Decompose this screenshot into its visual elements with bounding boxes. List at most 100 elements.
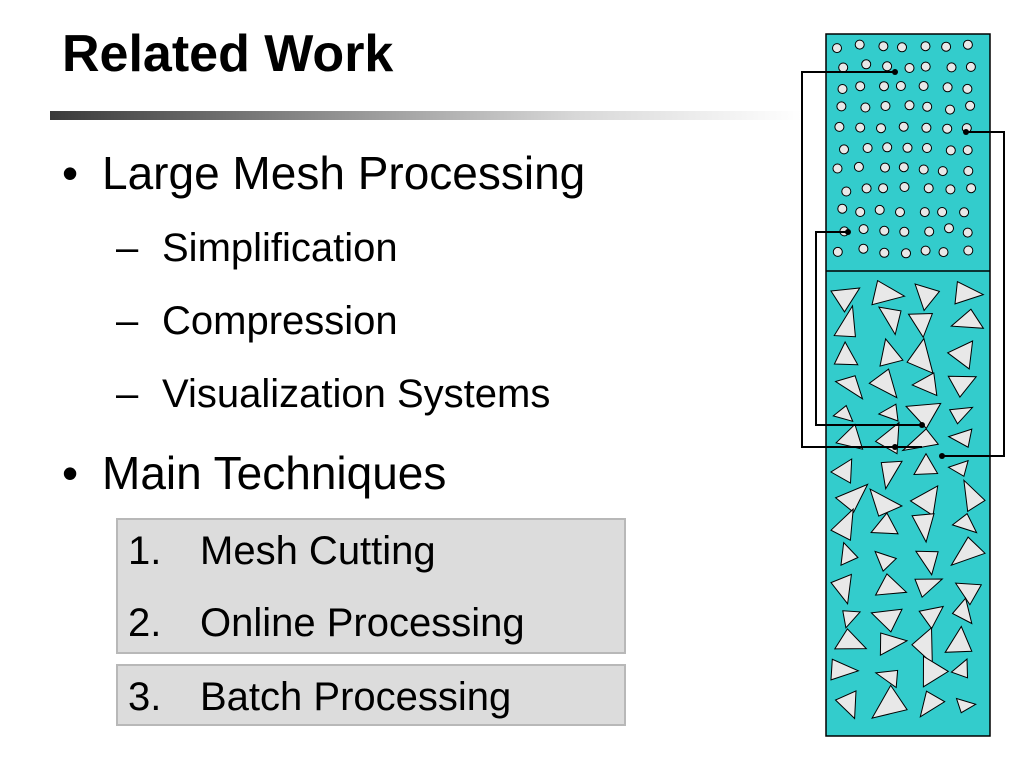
vertex-circle	[937, 207, 948, 217]
title-underline	[50, 111, 802, 120]
vertex-circle	[941, 41, 952, 52]
mesh-triangle	[914, 578, 944, 599]
technique-text: Mesh Cutting	[200, 529, 436, 573]
mesh-triangle	[833, 340, 859, 366]
vertex-circle	[841, 186, 852, 197]
sub-bullet-visualization-systems: –Visualization Systems	[116, 374, 550, 414]
mesh-triangle	[911, 513, 935, 544]
vertex-circle	[898, 121, 909, 132]
vertex-circle	[858, 243, 869, 254]
dash: –	[116, 372, 139, 416]
mesh-triangle	[869, 488, 904, 517]
vertex-circle	[862, 143, 873, 153]
vertex-circle	[834, 121, 845, 132]
vertex-circle	[879, 225, 890, 236]
bullet-large-mesh-processing: •Large Mesh Processing	[62, 150, 585, 196]
mesh-triangle	[950, 658, 969, 679]
connector-dot	[892, 444, 898, 450]
mesh-triangle	[918, 605, 945, 630]
mesh-triangle	[870, 608, 903, 633]
technique-mesh-cutting: 1. Mesh Cutting	[128, 531, 436, 571]
dash: –	[116, 226, 139, 270]
vertex-circle	[938, 247, 949, 258]
mesh-triangle	[911, 626, 933, 665]
sub-bullet-simplification: –Simplification	[116, 228, 398, 268]
mesh-triangle	[833, 628, 868, 650]
vertex-group	[832, 39, 977, 259]
sub-bullet-compression: –Compression	[116, 301, 398, 341]
technique-box-3	[116, 664, 626, 726]
sub-bullet-text: Compression	[162, 299, 398, 343]
vertex-circle	[920, 61, 931, 72]
mesh-triangle	[879, 632, 909, 657]
mesh-triangle	[950, 536, 986, 567]
mesh-triangle	[950, 308, 985, 329]
mesh-triangle	[951, 512, 978, 534]
vertex-circle	[836, 101, 847, 112]
bullet-text: Main Techniques	[102, 447, 447, 499]
mesh-triangle	[842, 610, 862, 629]
mesh-triangle	[914, 550, 939, 576]
mesh-triangle	[830, 507, 854, 541]
vertex-circle	[946, 62, 957, 73]
sub-bullet-text: Visualization Systems	[162, 372, 551, 416]
vertex-circle	[962, 83, 973, 94]
mesh-triangle	[832, 404, 854, 423]
vertex-circle	[861, 183, 872, 194]
vertex-circle	[901, 248, 911, 259]
mesh-triangle	[951, 597, 973, 625]
connector-dot	[939, 453, 945, 459]
technique-number: 1.	[128, 529, 162, 573]
bullet-dot: •	[62, 147, 79, 199]
vertex-circle	[965, 100, 976, 111]
vertex-circle	[878, 41, 889, 52]
vertex-circle	[882, 142, 893, 153]
vertex-circle	[880, 162, 890, 173]
mesh-triangle	[954, 582, 983, 606]
vertex-circle	[832, 43, 842, 54]
vertex-circle	[944, 223, 954, 234]
mesh-triangle	[871, 279, 906, 306]
mesh-triangle	[871, 684, 908, 719]
vertex-circle	[853, 161, 864, 172]
vertex-circle	[898, 162, 909, 173]
vertex-circle	[918, 164, 929, 175]
vertex-circle	[837, 84, 848, 94]
mesh-triangle	[963, 478, 986, 513]
mesh-triangle	[879, 337, 904, 367]
mesh-triangle	[833, 304, 856, 338]
mesh-triangle	[922, 655, 950, 688]
triangle-group	[830, 279, 986, 720]
mesh-triangle	[911, 372, 938, 397]
vertex-circle	[918, 81, 929, 91]
vertex-circle	[858, 224, 869, 235]
vertex-circle	[879, 81, 889, 92]
connector-line	[815, 231, 922, 426]
vertex-circle	[919, 207, 930, 218]
vertex-circle	[861, 59, 872, 70]
connector-dot	[919, 422, 925, 428]
vertex-circle	[904, 63, 915, 73]
mesh-triangle	[830, 458, 853, 484]
vertex-circle	[945, 104, 955, 115]
vertex-circle	[920, 41, 931, 52]
bullet-main-techniques: •Main Techniques	[62, 450, 446, 496]
vertex-circle	[839, 144, 849, 155]
technique-number: 2.	[128, 601, 162, 645]
vertex-circle	[966, 183, 977, 194]
connector-line	[942, 131, 1005, 457]
connector-group	[801, 69, 1005, 459]
mesh-triangle	[954, 280, 985, 305]
mesh-triangle	[947, 459, 969, 478]
vertex-circle	[962, 145, 973, 156]
vertex-circle	[838, 62, 849, 73]
vertex-circle	[876, 123, 886, 134]
mesh-triangle	[947, 375, 978, 398]
connector-dot	[963, 129, 969, 135]
slide-title: Related Work	[62, 25, 394, 83]
mesh-triangle	[955, 697, 977, 714]
vertex-circle	[895, 81, 906, 91]
vertex-circle	[882, 61, 893, 72]
vertex-circle	[855, 122, 866, 133]
vertex-circle	[959, 207, 970, 218]
